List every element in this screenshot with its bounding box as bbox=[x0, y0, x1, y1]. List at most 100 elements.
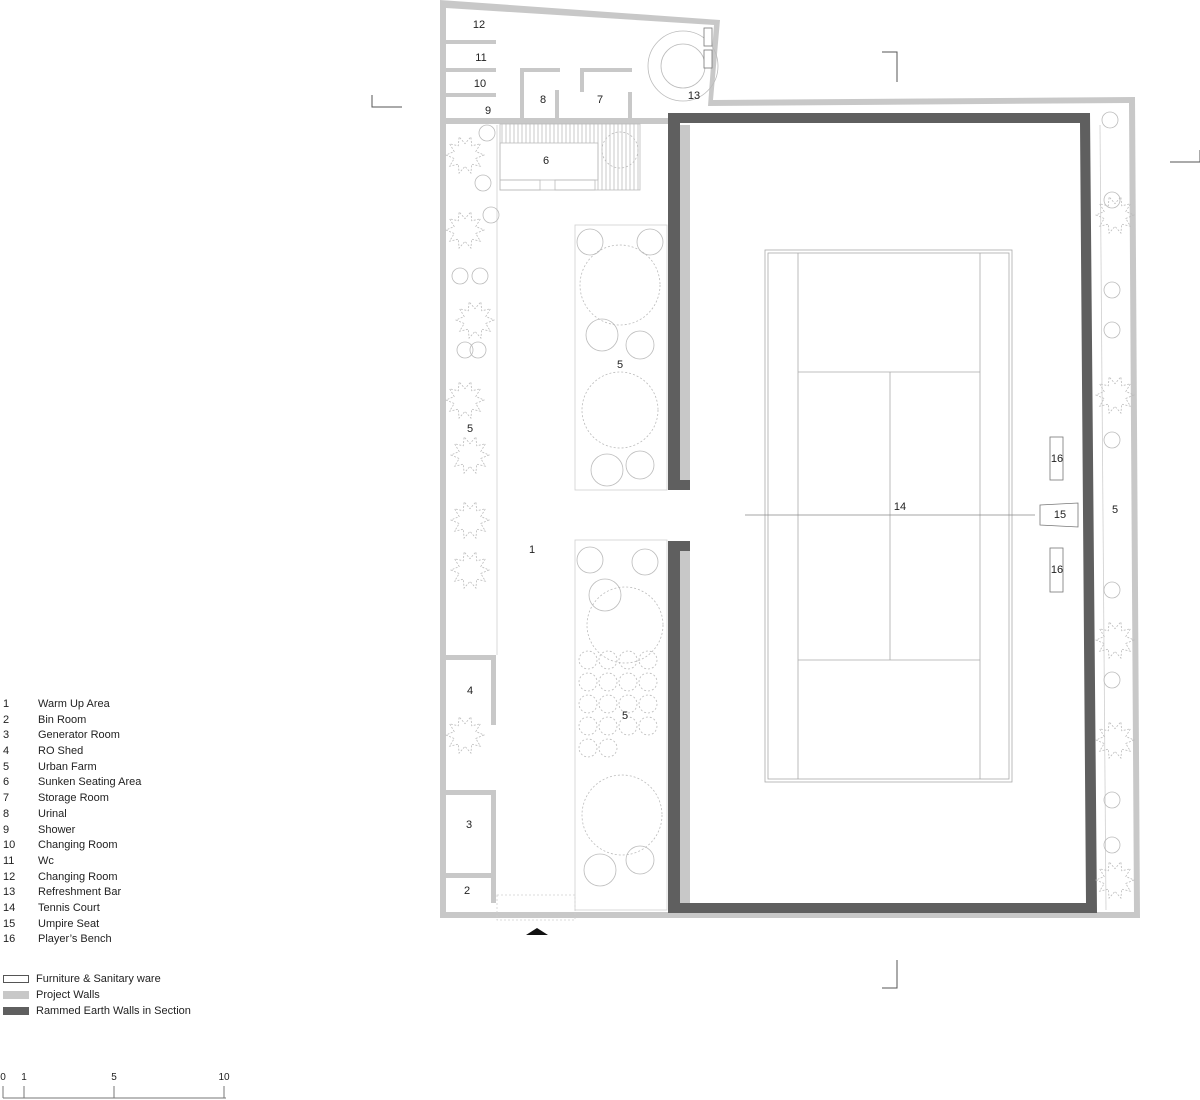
tree-icon bbox=[586, 586, 664, 664]
tree-icon bbox=[598, 694, 618, 714]
tree-icon bbox=[598, 672, 618, 692]
tree-icon bbox=[1103, 321, 1121, 339]
tree-icon bbox=[598, 738, 618, 758]
legend-number: 7 bbox=[3, 792, 10, 805]
tree-icon bbox=[471, 267, 489, 285]
tree-icon bbox=[636, 228, 664, 256]
tree-icon bbox=[456, 341, 474, 359]
legend-name: Warm Up Area bbox=[38, 698, 110, 710]
tree-icon bbox=[625, 450, 655, 480]
legend-name: Changing Room bbox=[38, 870, 118, 883]
legend-number: 14 bbox=[3, 901, 16, 914]
shrub-icon bbox=[449, 435, 491, 475]
section-marker bbox=[371, 95, 402, 108]
tree-icon bbox=[638, 716, 658, 736]
tree-icon bbox=[631, 548, 659, 576]
shrub-icon bbox=[449, 550, 491, 590]
players-bench bbox=[1049, 547, 1064, 593]
legend-name: Tennis Court bbox=[38, 901, 100, 914]
legend-name: Changing Room bbox=[38, 839, 118, 852]
legend-number: 10 bbox=[3, 839, 16, 852]
legend-label: Furniture & Sanitary ware bbox=[36, 973, 161, 985]
materials-legend: Furniture & Sanitary ware Project Walls … bbox=[3, 971, 191, 1019]
label-urban-farm: 5 bbox=[617, 359, 623, 371]
shrub-icon bbox=[444, 715, 486, 755]
shrub-icon bbox=[444, 380, 486, 420]
tree-icon bbox=[598, 716, 618, 736]
section-marker bbox=[882, 51, 898, 82]
tree-icon bbox=[618, 650, 638, 670]
tree-icon bbox=[578, 716, 598, 736]
tree-icon bbox=[618, 694, 638, 714]
label-players-bench: 16 bbox=[1051, 453, 1063, 465]
trees bbox=[444, 111, 1136, 900]
label-warm-up-area: 1 bbox=[529, 544, 535, 556]
legend-rammed-earth: Rammed Earth Walls in Section bbox=[3, 1003, 191, 1019]
legend-number: 15 bbox=[3, 917, 16, 930]
shrub-icon bbox=[444, 210, 486, 250]
swatch-outline bbox=[3, 975, 29, 983]
legend-name: Sunken Seating Area bbox=[38, 776, 142, 789]
tree-icon bbox=[1103, 581, 1121, 599]
legend-number: 11 bbox=[3, 854, 15, 867]
label-sunken-seating: 6 bbox=[543, 155, 549, 167]
tree-icon bbox=[576, 546, 604, 574]
tree-icon bbox=[638, 650, 658, 670]
tree-icon bbox=[578, 650, 598, 670]
label-refreshment-bar: 13 bbox=[688, 90, 700, 102]
tree-icon bbox=[578, 738, 598, 758]
tree-icon bbox=[638, 694, 658, 714]
scale-tick-label: 10 bbox=[218, 1072, 230, 1083]
legend-name: Bin Room bbox=[38, 713, 87, 726]
tree-icon bbox=[590, 453, 624, 487]
tree-icon bbox=[474, 174, 492, 192]
legend-number: 4 bbox=[3, 745, 10, 758]
legend-label: Project Walls bbox=[36, 989, 100, 1001]
tree-icon bbox=[579, 244, 661, 326]
tree-icon bbox=[1101, 111, 1119, 129]
tree-icon bbox=[1103, 191, 1121, 209]
label-storage-room: 7 bbox=[597, 94, 603, 106]
scale-bar: 0 1 5 10 bbox=[0, 1072, 240, 1100]
legend-furniture: Furniture & Sanitary ware bbox=[3, 971, 191, 987]
legend-name: RO Shed bbox=[38, 745, 84, 758]
furniture bbox=[647, 27, 1079, 593]
legend-name: Storage Room bbox=[38, 792, 109, 805]
project-walls bbox=[440, 0, 1140, 918]
court-opening bbox=[668, 490, 690, 541]
legend-name: Shower bbox=[38, 823, 76, 836]
tennis-court-lines bbox=[745, 249, 1035, 783]
tree-icon bbox=[478, 124, 496, 142]
tree-icon bbox=[598, 650, 618, 670]
tree-icon bbox=[625, 845, 655, 875]
tree-icon bbox=[576, 228, 604, 256]
label-urinal: 8 bbox=[540, 94, 546, 106]
scale-tick-label: 0 bbox=[0, 1072, 6, 1083]
legend-project-walls: Project Walls bbox=[3, 987, 191, 1003]
plan-labels: 1 2 3 4 5 5 5 5 6 7 8 9 10 11 12 13 14 1… bbox=[464, 19, 1118, 897]
scale-tick-label: 5 bbox=[111, 1072, 117, 1083]
shrub-icon bbox=[1094, 720, 1136, 760]
tree-icon bbox=[581, 774, 663, 856]
label-umpire-seat: 15 bbox=[1054, 509, 1066, 521]
label-urban-farm: 5 bbox=[1112, 504, 1118, 516]
tree-icon bbox=[1103, 836, 1121, 854]
scale-line bbox=[2, 1086, 226, 1099]
legend-number: 1 bbox=[3, 698, 10, 710]
legend-number: 5 bbox=[3, 760, 10, 773]
players-bench bbox=[1049, 436, 1064, 481]
label-changing-room: 12 bbox=[473, 19, 485, 31]
tree-icon bbox=[482, 206, 500, 224]
legend-name: Umpire Seat bbox=[38, 917, 100, 930]
label-generator-room: 3 bbox=[466, 819, 472, 831]
label-tennis-court: 14 bbox=[894, 501, 906, 513]
label-changing-room: 10 bbox=[474, 78, 486, 90]
tree-icon bbox=[451, 267, 469, 285]
tree-icon bbox=[581, 371, 659, 449]
tree-icon bbox=[578, 672, 598, 692]
legend-name: Player’s Bench bbox=[38, 933, 112, 946]
section-marker bbox=[1170, 150, 1200, 163]
legend-name: Wc bbox=[38, 854, 54, 867]
planting-bed bbox=[574, 539, 668, 911]
